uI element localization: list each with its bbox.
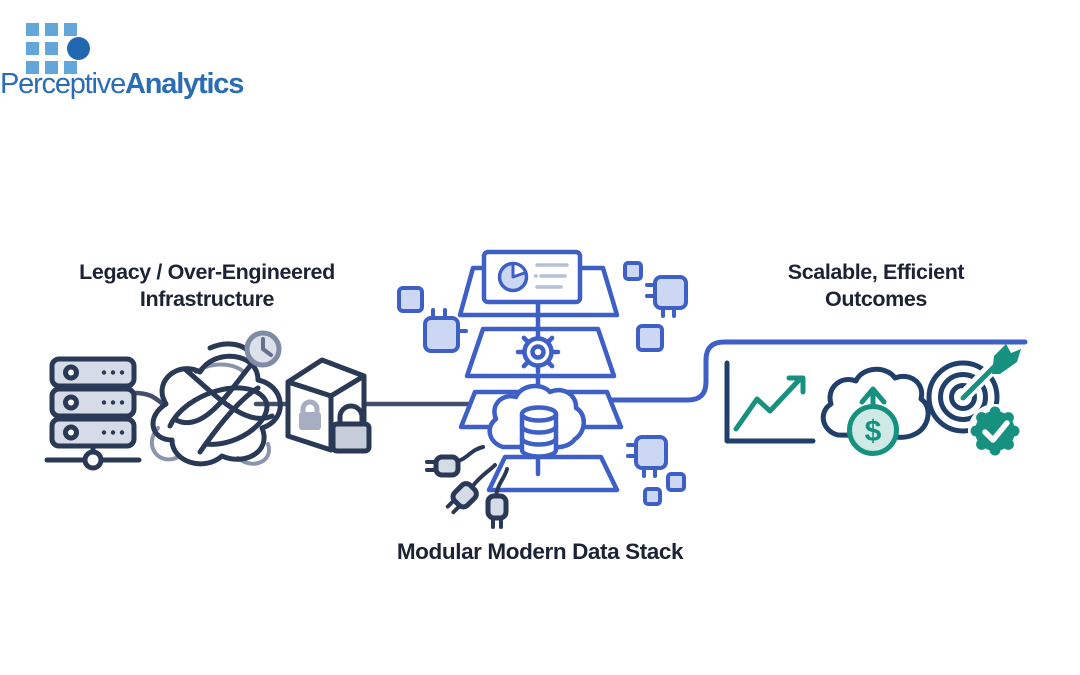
gear-icon: [515, 329, 561, 375]
verified-badge-icon: [968, 404, 1022, 458]
legacy-title: Legacy / Over-Engineered Infrastructure: [40, 259, 374, 313]
growth-chart-icon: [724, 360, 816, 444]
brand-name: PerceptiveAnalytics: [0, 68, 244, 101]
legacy-title-line2: Infrastructure: [139, 287, 275, 311]
chip-icon: [645, 275, 688, 318]
chip-square-icon: [666, 472, 686, 492]
chip-square-icon: [643, 487, 662, 506]
connector-line-left: [131, 390, 473, 408]
tangled-wires-icon: [150, 341, 283, 467]
outcomes-title: Scalable, Efficient Outcomes: [709, 259, 1043, 313]
brand-name-regular: Perceptive: [0, 68, 126, 100]
legacy-title-line1: Legacy / Over-Engineered: [79, 260, 335, 284]
dollar-symbol: $: [865, 415, 882, 448]
chip-icon: [423, 308, 468, 353]
power-plug-icon: [445, 481, 479, 515]
chip-square-icon: [636, 324, 664, 352]
power-plug-icon: [485, 493, 509, 529]
chip-square-icon: [623, 261, 643, 281]
clock-icon: [244, 330, 282, 368]
server-stack-icon: [44, 356, 142, 471]
connector-line-right: [608, 339, 1028, 403]
chip-icon: [626, 435, 668, 478]
power-plug-icons: [425, 445, 509, 529]
target-dart-icon: [926, 344, 1021, 434]
brand-name-bold: Analytics: [125, 68, 244, 100]
chip-icons: [397, 261, 688, 506]
logo-squares-icon: [26, 23, 90, 74]
power-plug-icon: [425, 454, 461, 478]
stack-layer-4: [486, 454, 620, 493]
outcomes-title-line2: Outcomes: [825, 287, 927, 311]
padlock-icon: [330, 403, 372, 454]
locked-box-icon: [285, 357, 367, 453]
outcomes-title-line1: Scalable, Efficient: [787, 260, 965, 284]
cloud-dollar-icon: $: [820, 366, 931, 456]
pie-chart-screen-icon: [481, 249, 583, 305]
chip-square-icon: [397, 286, 424, 313]
stack-title: Modular Modern Data Stack: [396, 539, 684, 564]
cloud-database-icon: [487, 383, 586, 459]
logo-circle-icon: [67, 37, 90, 60]
